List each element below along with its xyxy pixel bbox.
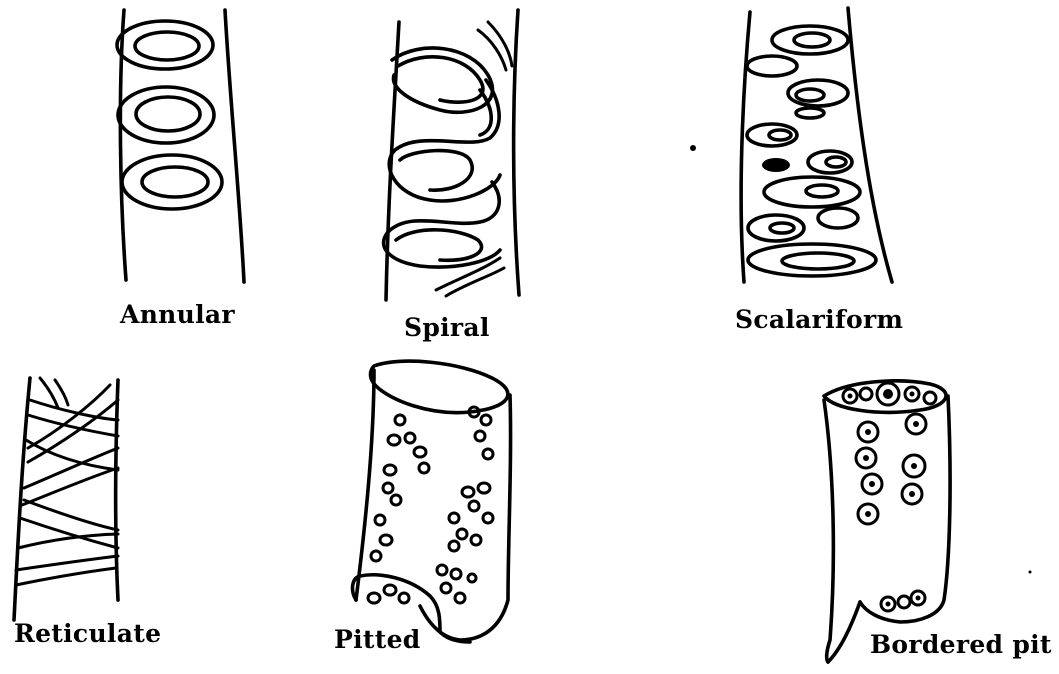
- pitted-vessel: [353, 361, 511, 642]
- label-pitted: Pitted: [334, 625, 421, 654]
- label-reticulate: Reticulate: [14, 619, 161, 648]
- reticulate-vessel: [14, 378, 118, 620]
- label-scalariform: Scalariform: [735, 305, 903, 334]
- spiral-vessel: [384, 10, 519, 300]
- annular-vessel: [117, 10, 244, 282]
- label-spiral: Spiral: [404, 313, 490, 342]
- annular-ring: [117, 21, 213, 69]
- pit-dots: [368, 407, 493, 603]
- label-bordered-pit: Bordered pit: [870, 630, 1052, 659]
- label-annular: Annular: [120, 300, 235, 329]
- scalariform-vessel: [690, 8, 892, 282]
- annular-ring: [122, 155, 222, 209]
- annular-ring: [118, 87, 214, 143]
- bordered-pit-vessel: [824, 381, 1032, 662]
